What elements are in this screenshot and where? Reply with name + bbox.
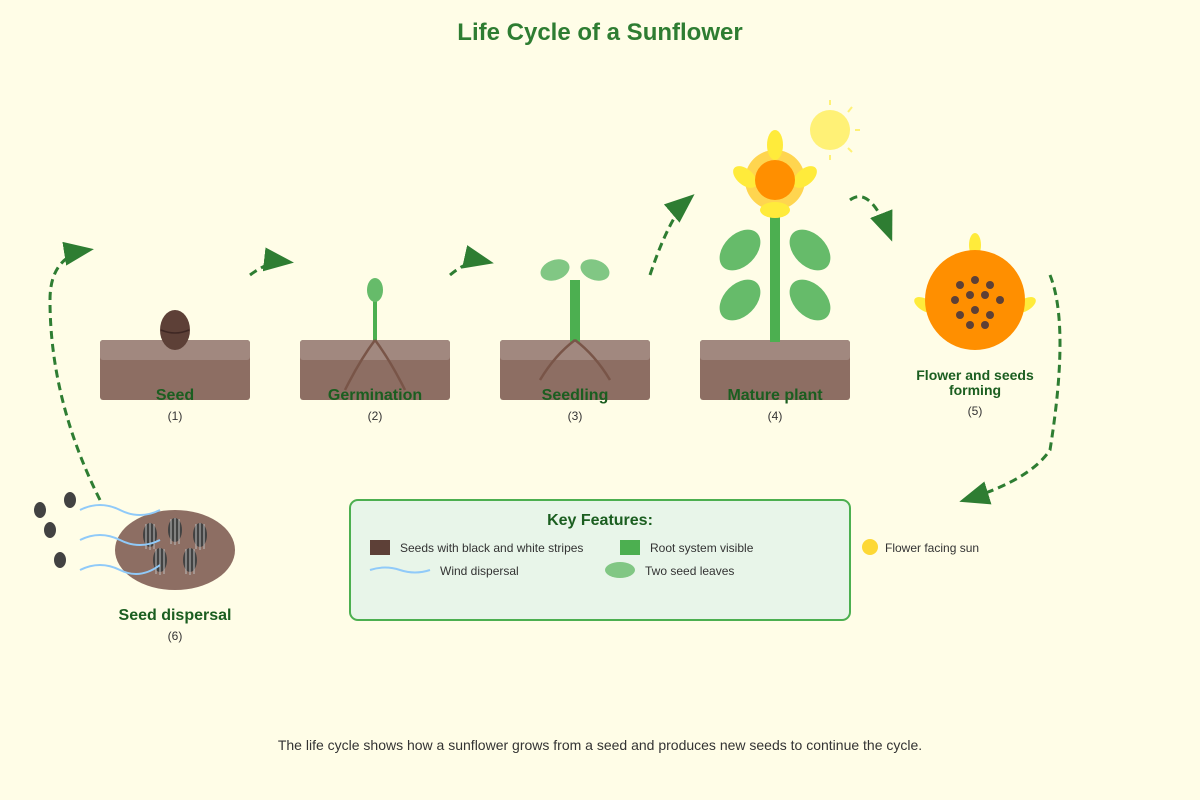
arrow-seedling-to-mature — [648, 194, 695, 276]
plant-stem — [770, 200, 780, 342]
soil-surface — [500, 340, 650, 360]
stage-number: (3) — [568, 409, 583, 423]
stage-germination: Germination (2) — [300, 278, 450, 423]
arrow-seed-to-germination — [249, 247, 294, 277]
roots-icon — [343, 339, 407, 391]
stage-number: (1) — [168, 409, 183, 423]
stage-label: Seed — [156, 387, 194, 404]
cycle-arrows — [48, 194, 1062, 505]
sun-swatch-icon — [862, 539, 878, 555]
petal-icon — [733, 166, 757, 188]
flower-center-icon — [755, 160, 795, 200]
leaf-icon — [789, 279, 831, 321]
petal-icon — [760, 202, 790, 218]
stage-seed: Seed (1) — [100, 310, 250, 423]
arrow-mature-to-flower — [849, 195, 893, 242]
striped-seed-swatch — [370, 540, 390, 555]
stage-seed-dispersal: Seed dispersal (6) — [34, 492, 235, 643]
stage-number: (4) — [768, 409, 783, 423]
stage-label: Seed dispersal — [119, 607, 232, 624]
key-item-label: Two seed leaves — [645, 564, 734, 578]
stage-number: (6) — [168, 629, 183, 643]
leaf-icon — [719, 279, 761, 321]
arrow-flower-to-dispersal — [959, 274, 1062, 505]
root-system-swatch — [620, 540, 640, 555]
stage-seedling: Seedling (3) — [500, 259, 650, 423]
stage-label-line1: Flower and seeds — [916, 367, 1034, 383]
arrow-germination-to-seedling — [449, 245, 494, 277]
petal-icon — [793, 166, 817, 188]
seed-head-icon — [925, 250, 1025, 350]
stage-flower-seeds-forming: Flower and seeds forming (5) — [914, 233, 1036, 418]
key-features-panel: Key Features: Seeds with black and white… — [349, 499, 979, 621]
arrow-dispersal-to-seed — [48, 241, 102, 501]
forming-seeds — [951, 276, 1004, 329]
stage-number: (2) — [368, 409, 383, 423]
roots-icon — [538, 339, 612, 381]
stage-mature-plant: Mature plant (4) — [700, 130, 850, 423]
leaf-icon — [789, 229, 831, 271]
key-item-label: Flower facing sun — [885, 541, 979, 555]
petal-icon — [767, 130, 783, 160]
caption: The life cycle shows how a sunflower gro… — [278, 737, 922, 753]
sun-icon — [810, 100, 860, 160]
seed-line — [160, 329, 190, 334]
wind-swatch-icon — [369, 566, 431, 574]
striped-seeds — [143, 518, 207, 575]
sprout-tip-icon — [367, 278, 383, 302]
stage-label: Seedling — [542, 387, 609, 404]
key-box — [349, 499, 851, 621]
flying-seeds — [34, 492, 76, 568]
key-item-label: Wind dispersal — [440, 564, 519, 578]
seed-leaf-icon — [580, 259, 610, 281]
key-item-label: Seeds with black and white stripes — [400, 541, 583, 555]
sprout-stem — [373, 298, 377, 342]
key-item-label: Root system visible — [650, 541, 754, 555]
stage-label: Mature plant — [727, 387, 823, 404]
leaf-icon — [719, 229, 761, 271]
stage-number: (5) — [968, 404, 983, 418]
stage-label: Germination — [328, 387, 422, 404]
wind-icon — [79, 504, 161, 575]
seed-icon — [160, 310, 190, 350]
seed-leaves-swatch — [605, 562, 635, 578]
key-title: Key Features: — [547, 512, 653, 529]
seed-leaf-icon — [540, 259, 570, 281]
soil-surface — [700, 340, 850, 360]
soil-surface — [300, 340, 450, 360]
seedling-stem — [570, 280, 580, 342]
stage-label-line2: forming — [949, 382, 1001, 398]
page-title: Life Cycle of a Sunflower — [457, 19, 742, 46]
